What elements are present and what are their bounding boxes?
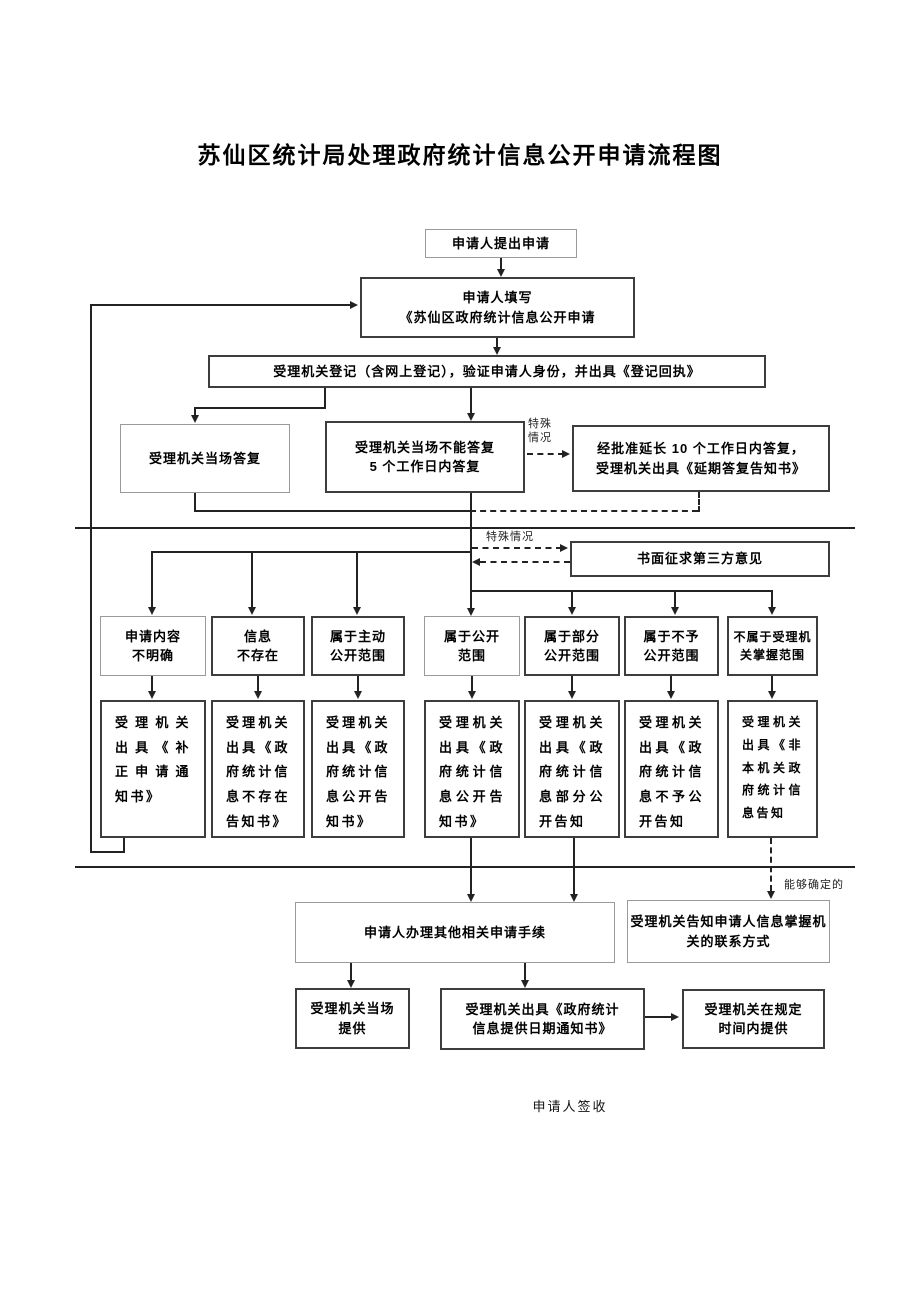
drop-cond-not-exist: [251, 551, 253, 609]
feedback-top: [90, 304, 352, 306]
separator-line-top: [75, 527, 855, 529]
node-cond-not-exist: 信息 不存在: [211, 616, 305, 676]
separator-line-bottom: [75, 866, 855, 868]
connector-cond-res-5: [571, 676, 573, 693]
drop-cond-partial: [571, 590, 573, 609]
node-notify-date: 受理机关出具《政府统计 信息提供日期通知书》: [440, 988, 645, 1050]
connector-cond-res-7: [771, 676, 773, 693]
arrow-public-other: [467, 894, 475, 902]
connector-cond-res-4: [471, 676, 473, 693]
distribution-line-left: [151, 551, 472, 553]
feedback-bottom: [90, 851, 125, 853]
node-cond-not-held: 不属于受理机 关掌握范围: [727, 616, 818, 676]
connector-fill-register: [496, 338, 498, 349]
node-res-no-disclosure: 受理机关出具《政府统计信息不予公开告知: [624, 700, 719, 838]
arrow-feedback-fill: [350, 301, 358, 309]
arrow-cond-not-exist: [248, 607, 256, 615]
node-apply: 申请人提出申请: [425, 229, 577, 258]
node-extended-reply: 经批准延长 10 个工作日内答复， 受理机关出具《延期答复告知书》: [572, 425, 830, 492]
connector-onspot-down: [194, 493, 196, 512]
connector-register-stub: [324, 388, 326, 409]
arrow-to-five-day: [467, 413, 475, 421]
node-res-not-held: 受理机关出具《非本机关政府统计信息告知: [727, 700, 818, 838]
node-third-party: 书面征求第三方意见: [570, 541, 830, 577]
label-special-case-1: 特殊 情况: [528, 418, 552, 445]
arrow-special-extend: [562, 450, 570, 458]
connector-cond-res-2: [257, 676, 259, 693]
node-res-partial: 受理机关出具《政府统计信息部分公开告知: [524, 700, 620, 838]
node-res-correction: 受理机关出具《补正申请通知书》: [100, 700, 206, 838]
arrow-to-third-party: [560, 544, 568, 552]
arrow-cond-partial: [568, 607, 576, 615]
arrow-cond-res-2: [254, 691, 262, 699]
node-cond-no-disclosure: 属于不予 公开范围: [624, 616, 719, 676]
arrow-cond-res-4: [468, 691, 476, 699]
arrow-other-onspot: [347, 980, 355, 988]
connector-to-onspot: [194, 408, 196, 417]
arrow-to-cond-public: [467, 608, 475, 616]
node-res-public: 受理机关出具《政府统计信息公开告知书》: [424, 700, 520, 838]
connector-from-third-party: [480, 561, 570, 563]
node-inform-contact: 受理机关告知申请人信息掌握机关的联系方式: [627, 900, 830, 963]
connector-special-extend: [527, 453, 564, 455]
arrow-cond-not-held: [768, 607, 776, 615]
connector-register-left: [194, 407, 326, 409]
node-cond-partial: 属于部分 公开范围: [524, 616, 620, 676]
arrow-fill-register: [493, 347, 501, 355]
connector-cond-res-3: [357, 676, 359, 693]
connector-merge-left: [194, 510, 472, 512]
node-res-not-exist: 受理机关出具《政府统计信息不存在告知书》: [211, 700, 305, 838]
node-onspot-reply: 受理机关当场答复: [120, 424, 290, 493]
connector-notheld-contact-dashed: [770, 838, 772, 891]
node-provide-onspot: 受理机关当场 提供: [295, 988, 410, 1049]
feedback-vertical: [90, 305, 92, 853]
connector-partial-other: [573, 838, 575, 896]
connector-to-five-day: [470, 388, 472, 415]
connector-notify-scheduled: [645, 1016, 673, 1018]
connector-apply-fill: [500, 258, 502, 271]
drop-cond-not-held: [771, 590, 773, 609]
distribution-line-right: [470, 590, 773, 592]
arrow-cond-unclear: [148, 607, 156, 615]
connector-public-other: [470, 838, 472, 896]
arrow-cond-res-5: [568, 691, 576, 699]
label-special-case-2: 特殊情况: [486, 531, 534, 543]
arrow-other-notify: [521, 980, 529, 988]
node-five-day-reply: 受理机关当场不能答复 5 个工作日内答复: [325, 421, 525, 493]
label-confirmable: 能够确定的: [784, 879, 844, 891]
arrow-partial-other: [570, 894, 578, 902]
page-title: 苏仙区统计局处理政府统计信息公开申请流程图: [197, 143, 723, 168]
arrow-cond-res-3: [354, 691, 362, 699]
connector-extend-down: [698, 492, 700, 512]
feedback-stub: [123, 838, 125, 853]
drop-cond-proactive: [356, 551, 358, 609]
node-fill-form: 申请人填写 《苏仙区政府统计信息公开申请: [360, 277, 635, 338]
node-register: 受理机关登记（含网上登记），验证申请人身份，并出具《登记回执》: [208, 355, 766, 388]
node-res-proactive: 受理机关出具《政府统计信息公开告知书》: [311, 700, 405, 838]
arrow-notify-scheduled: [671, 1013, 679, 1021]
arrow-cond-res-6: [667, 691, 675, 699]
connector-other-notify: [524, 963, 526, 982]
node-provide-scheduled: 受理机关在规定 时间内提供: [682, 989, 825, 1049]
arrow-notheld-contact: [767, 891, 775, 899]
connector-cond-res-1: [151, 676, 153, 693]
drop-cond-unclear: [151, 551, 153, 609]
arrow-cond-res-7: [768, 691, 776, 699]
connector-other-onspot: [350, 963, 352, 982]
arrow-apply-fill: [497, 269, 505, 277]
arrow-cond-res-1: [148, 691, 156, 699]
connector-cond-res-6: [670, 676, 672, 693]
node-sign-receipt: 申请人签收: [532, 1099, 608, 1114]
arrow-to-onspot: [191, 415, 199, 423]
connector-merge-right-dashed: [470, 510, 698, 512]
connector-to-third-party: [472, 547, 562, 549]
node-other-procedures: 申请人办理其他相关申请手续: [295, 902, 615, 963]
drop-cond-no-disclosure: [674, 590, 676, 609]
node-cond-proactive: 属于主动 公开范围: [311, 616, 405, 676]
arrow-from-third-party: [472, 558, 480, 566]
node-cond-unclear: 申请内容 不明确: [100, 616, 206, 676]
node-cond-public: 属于公开 范围: [424, 616, 520, 676]
arrow-cond-no-disclosure: [671, 607, 679, 615]
arrow-cond-proactive: [353, 607, 361, 615]
